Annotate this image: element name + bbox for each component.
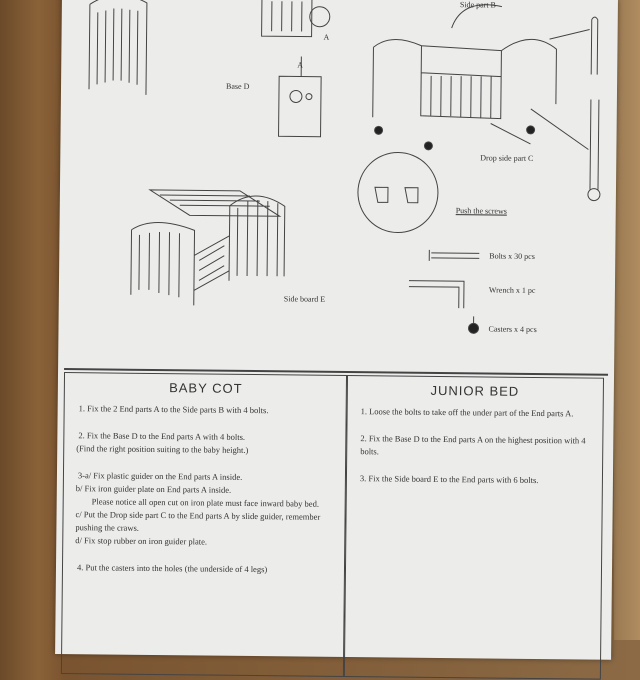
baby-cot-section: BABY COT 1. Fix the 2 End parts A to the…	[60, 372, 349, 677]
guider-detail-drawing	[357, 152, 439, 234]
label-base: Base D	[225, 81, 250, 91]
baby-cot-step-1: 1. Fix the 2 End parts A to the Side par…	[78, 403, 269, 416]
baby-cot-step-3d: d/ Fix stop rubber on iron guider plate.	[75, 535, 208, 547]
junior-bed-step-3: 3. Fix the Side board E to the End parts…	[359, 473, 539, 486]
cot-end-drawing	[88, 0, 331, 217]
label-side-part: Side part B	[459, 0, 496, 10]
label-wrench: Wrench x 1 pc	[488, 285, 536, 295]
baby-cot-step-3c: c/ Put the Drop side part C to the End p…	[75, 509, 321, 533]
junior-bed-drawing	[130, 195, 286, 306]
junior-bed-step-2: 2. Fix the Base D to the End parts A on …	[360, 433, 586, 457]
hardware-drawing	[408, 249, 480, 334]
base-detail-drawing	[278, 56, 322, 138]
label-casters: Casters x 4 pcs	[488, 324, 537, 334]
baby-cot-step-4: 4. Put the casters into the holes (the u…	[76, 562, 268, 575]
baby-cot-title: BABY COT	[169, 380, 243, 396]
junior-bed-step-1: 1. Loose the bolts to take off the under…	[360, 406, 574, 419]
junior-bed-title: JUNIOR BED	[430, 382, 520, 399]
table-surface	[614, 0, 640, 640]
junior-bed-section: JUNIOR BED 1. Loose the bolts to take of…	[342, 374, 605, 680]
label-part-a: A	[323, 32, 330, 42]
push-screws-text: Push the screws	[455, 206, 507, 216]
label-push-screws: Push the screws	[456, 206, 507, 216]
assembly-diagram	[88, 0, 601, 334]
label-part-a-detail: A	[297, 60, 304, 70]
baby-cot-step-2-note: (Find the right position suiting to the …	[76, 443, 249, 455]
crib-drawing	[372, 4, 601, 202]
instruction-sheet: Side part B Base D A A Drop side part C …	[55, 0, 618, 680]
label-drop-side: Drop side part C	[480, 153, 534, 163]
label-bolts: Bolts x 30 pcs	[489, 251, 535, 261]
label-side-board: Side board E	[283, 294, 326, 304]
